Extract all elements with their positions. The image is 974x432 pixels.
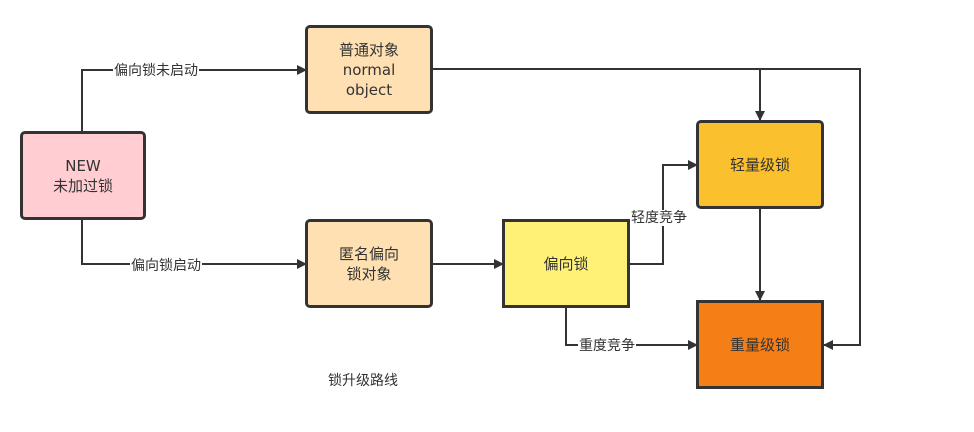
edge-new-to-normal [81,65,307,132]
edge-normal-to-lightweight [432,68,765,121]
node-normal-line-3: object [345,80,393,99]
diagram-caption: 锁升级路线 [328,373,398,389]
edge-label-heavy-contention: 重度竞争 [578,338,636,354]
node-normal-object: 普通对象 normal object [305,25,433,114]
node-lightweight: 轻量级锁 [696,120,824,209]
node-lightweight-line-1: 轻量级锁 [729,155,790,174]
edge-label-bias-enabled: 偏向锁启动 [130,258,202,274]
node-normal-line-2: normal [342,60,396,79]
node-biased: 偏向锁 [502,219,630,308]
edge-new-to-anon-biased [81,219,307,269]
node-new: NEW 未加过锁 [20,131,146,220]
edge-label-light-contention: 轻度竞争 [630,210,688,226]
node-anon-biased-line-2: 锁对象 [346,264,392,283]
edge-label-bias-disabled: 偏向锁未启动 [113,63,199,79]
node-heavyweight-line-1: 重量级锁 [729,335,790,354]
node-new-line-1: NEW [65,156,101,175]
node-heavyweight: 重量级锁 [696,300,824,389]
node-new-line-2: 未加过锁 [52,176,113,195]
node-biased-line-1: 偏向锁 [543,254,589,273]
node-normal-line-1: 普通对象 [338,40,399,59]
node-anon-biased-line-1: 匿名偏向 [338,244,399,263]
node-anon-biased: 匿名偏向 锁对象 [305,219,433,308]
edge-normal-to-heavyweight [760,68,861,350]
edge-biased-to-heavyweight [565,307,698,350]
